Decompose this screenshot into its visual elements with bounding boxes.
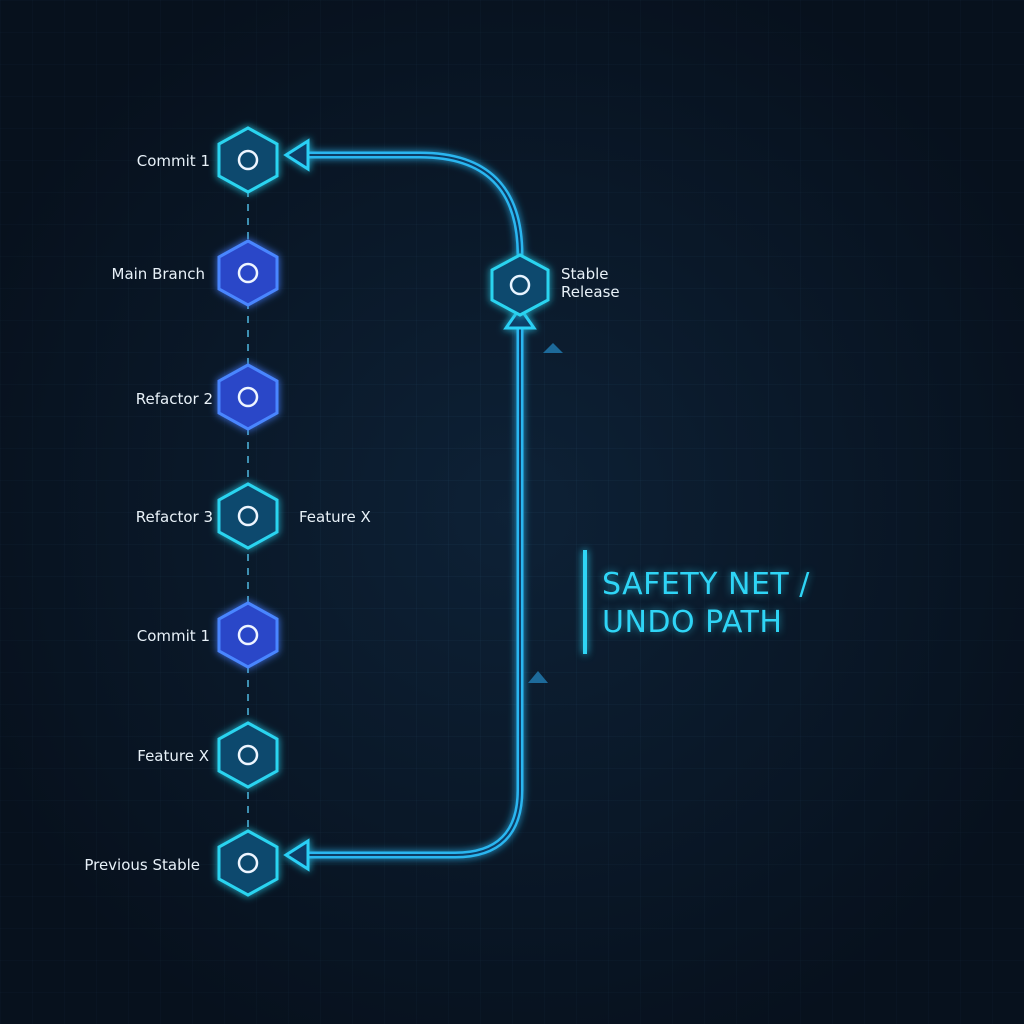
commit-circle-icon <box>237 505 259 527</box>
commit-circle-icon <box>237 386 259 408</box>
commit-circle-icon <box>237 149 259 171</box>
arrow-head-icon <box>503 305 537 330</box>
arrow-head-icon <box>283 838 310 872</box>
commit-node[interactable] <box>217 239 279 307</box>
hexagon-node-shape <box>217 126 279 194</box>
arrow-head-icon <box>283 138 310 172</box>
commit-circle-icon <box>237 852 259 874</box>
node-label: Commit 1 <box>136 152 210 170</box>
title-line1: SAFETY NET / <box>602 567 810 602</box>
title-line2: UNDO PATH <box>602 605 783 640</box>
stable-label-line1: Stable <box>561 265 609 283</box>
bottom-return-arrow-path <box>300 325 524 859</box>
commit-circle-icon <box>237 744 259 766</box>
triangle-marker-icon <box>528 671 548 683</box>
node-label: Refactor 3 <box>135 508 213 526</box>
commit-node[interactable] <box>217 829 279 897</box>
commit-circle-icon <box>237 262 259 284</box>
node-side-label: Feature X <box>299 508 371 526</box>
commit-node[interactable] <box>217 482 279 550</box>
title-accent-bar <box>583 550 587 654</box>
top-return-arrow-path <box>300 151 524 256</box>
hexagon-node-shape <box>217 482 279 550</box>
hexagon-node-shape <box>217 721 279 789</box>
node-label: Refactor 2 <box>135 390 213 408</box>
commit-node[interactable] <box>217 363 279 431</box>
commit-node[interactable] <box>217 126 279 194</box>
stable-release-label: Stable Release <box>561 265 620 301</box>
commit-circle-icon <box>237 624 259 646</box>
stable-release-node[interactable] <box>490 253 550 317</box>
commit-node[interactable] <box>217 721 279 789</box>
hexagon-node-shape <box>217 239 279 307</box>
hexagon-node-shape <box>217 829 279 897</box>
diagram-title: SAFETY NET / UNDO PATH <box>602 566 810 642</box>
node-label: Feature X <box>137 747 209 765</box>
hexagon-node-shape <box>217 601 279 669</box>
node-label: Main Branch <box>111 265 206 283</box>
commit-circle-icon <box>509 274 531 296</box>
hexagon-node-shape <box>217 363 279 431</box>
triangle-marker-icon <box>543 343 563 353</box>
undo-path <box>283 138 537 872</box>
stable-label-line2: Release <box>561 283 620 301</box>
node-label: Previous Stable <box>84 856 200 874</box>
node-label: Commit 1 <box>136 627 210 645</box>
commit-node[interactable] <box>217 601 279 669</box>
